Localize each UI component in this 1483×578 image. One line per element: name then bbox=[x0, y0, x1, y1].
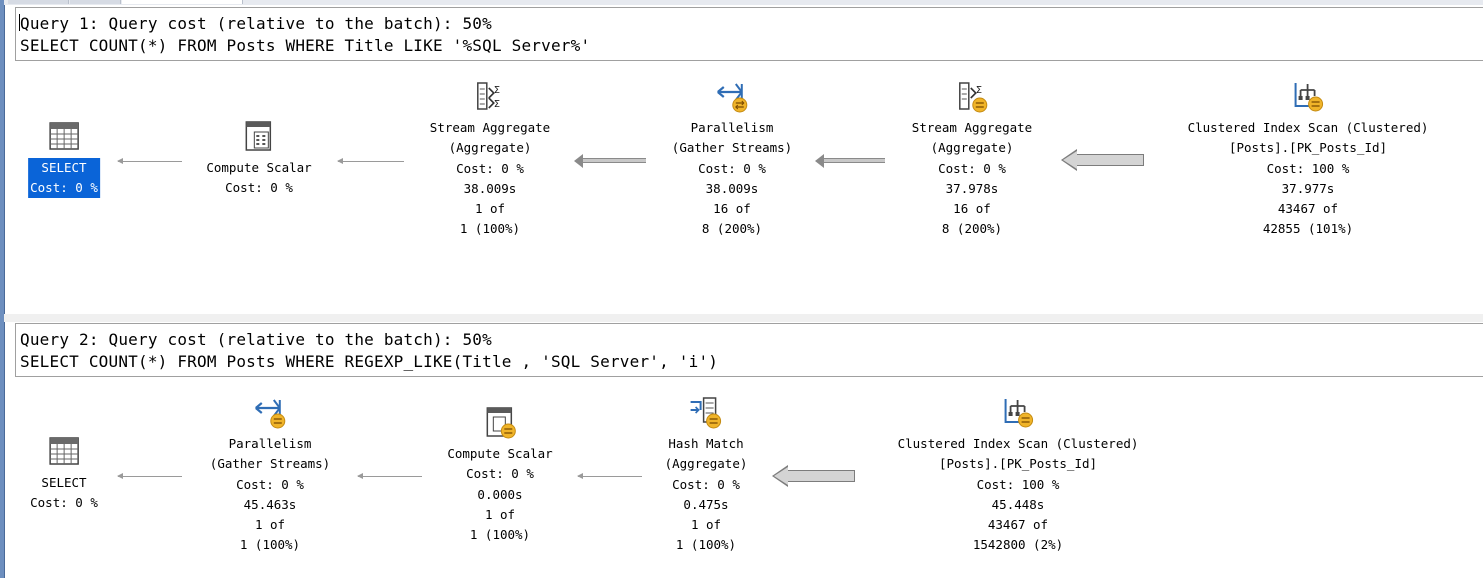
query-2-header[interactable]: Query 2: Query cost (relative to the bat… bbox=[15, 323, 1483, 377]
node-label: Parallelism (Gather Streams) Cost: 0 % 4… bbox=[209, 436, 331, 553]
flow-arrow bbox=[577, 473, 642, 479]
query-1-header[interactable]: Query 1: Query cost (relative to the bat… bbox=[15, 7, 1483, 61]
parallelism-icon bbox=[714, 78, 750, 114]
tab-strip bbox=[4, 0, 1483, 5]
query-2-sql-text: SELECT COUNT(*) FROM Posts WHERE REGEXP_… bbox=[20, 352, 719, 371]
plan1-stream-aggregate-parallel-node[interactable]: Σ Stream Aggregate (Aggregate) Cost: 0 %… bbox=[912, 78, 1032, 240]
node-label: SELECT Cost: 0 % bbox=[30, 475, 98, 511]
plan1-parallelism-node[interactable]: Parallelism (Gather Streams) Cost: 0 % 3… bbox=[672, 78, 792, 240]
tab-execution-plan[interactable] bbox=[122, 0, 243, 4]
select-icon bbox=[46, 433, 82, 469]
node-label: Compute Scalar Cost: 0 % 0.000s 1 of 1 (… bbox=[447, 446, 553, 543]
clustered-index-scan-icon bbox=[1290, 78, 1326, 114]
parallelism-icon bbox=[252, 394, 288, 430]
select-icon bbox=[46, 118, 82, 154]
plan1-select-node[interactable]: SELECT Cost: 0 % bbox=[28, 118, 100, 198]
query-2-cost-line: Query 2: Query cost (relative to the bat… bbox=[20, 330, 492, 349]
node-label: Parallelism (Gather Streams) Cost: 0 % 3… bbox=[671, 120, 793, 237]
flow-arrow bbox=[772, 465, 855, 487]
node-label: Stream Aggregate (Aggregate) Cost: 0 % 3… bbox=[911, 120, 1033, 237]
plan2-clustered-index-scan-node[interactable]: Clustered Index Scan (Clustered) [Posts]… bbox=[897, 394, 1139, 556]
compute-scalar-parallel-icon bbox=[482, 404, 518, 440]
plan1-clustered-index-scan-node[interactable]: Clustered Index Scan (Clustered) [Posts]… bbox=[1187, 78, 1429, 240]
node-label: Compute Scalar Cost: 0 % bbox=[206, 160, 312, 196]
query-1-sql-text: SELECT COUNT(*) FROM Posts WHERE Title L… bbox=[20, 36, 591, 55]
flow-arrow bbox=[117, 473, 182, 479]
compute-scalar-icon bbox=[241, 118, 277, 154]
flow-arrow bbox=[117, 158, 182, 164]
flow-arrow bbox=[1061, 149, 1144, 171]
flow-arrow bbox=[337, 158, 404, 164]
stream-aggregate-parallel-icon: Σ bbox=[954, 78, 990, 114]
flow-arrow bbox=[357, 473, 422, 479]
plan2-compute-scalar-node[interactable]: Compute Scalar Cost: 0 % 0.000s 1 of 1 (… bbox=[447, 404, 553, 545]
svg-text:Σ: Σ bbox=[494, 99, 500, 110]
node-label: SELECT Cost: 0 % bbox=[28, 158, 100, 198]
svg-text:Σ: Σ bbox=[494, 85, 500, 96]
left-edge-bar bbox=[0, 0, 5, 578]
plan1-compute-scalar-node[interactable]: Compute Scalar Cost: 0 % bbox=[206, 118, 312, 199]
node-label: Hash Match (Aggregate) Cost: 0 % 0.475s … bbox=[664, 436, 748, 553]
plan2-parallelism-node[interactable]: Parallelism (Gather Streams) Cost: 0 % 4… bbox=[210, 394, 330, 556]
hash-match-icon bbox=[688, 394, 724, 430]
plan2-select-node[interactable]: SELECT Cost: 0 % bbox=[30, 433, 98, 514]
clustered-index-scan-icon bbox=[1000, 394, 1036, 430]
tab-results[interactable] bbox=[8, 0, 69, 4]
flow-arrow bbox=[815, 154, 885, 168]
node-label: Clustered Index Scan (Clustered) [Posts]… bbox=[897, 436, 1139, 553]
query-separator bbox=[4, 314, 1483, 322]
svg-text:Σ: Σ bbox=[976, 85, 982, 96]
plan2-hash-match-node[interactable]: Hash Match (Aggregate) Cost: 0 % 0.475s … bbox=[664, 394, 748, 556]
flow-arrow bbox=[574, 154, 646, 168]
text-caret bbox=[19, 14, 20, 31]
query-1-cost-line: Query 1: Query cost (relative to the bat… bbox=[20, 14, 492, 33]
tab-messages[interactable] bbox=[70, 0, 121, 4]
node-label: Stream Aggregate (Aggregate) Cost: 0 % 3… bbox=[429, 120, 551, 237]
node-label: Clustered Index Scan (Clustered) [Posts]… bbox=[1187, 120, 1429, 237]
